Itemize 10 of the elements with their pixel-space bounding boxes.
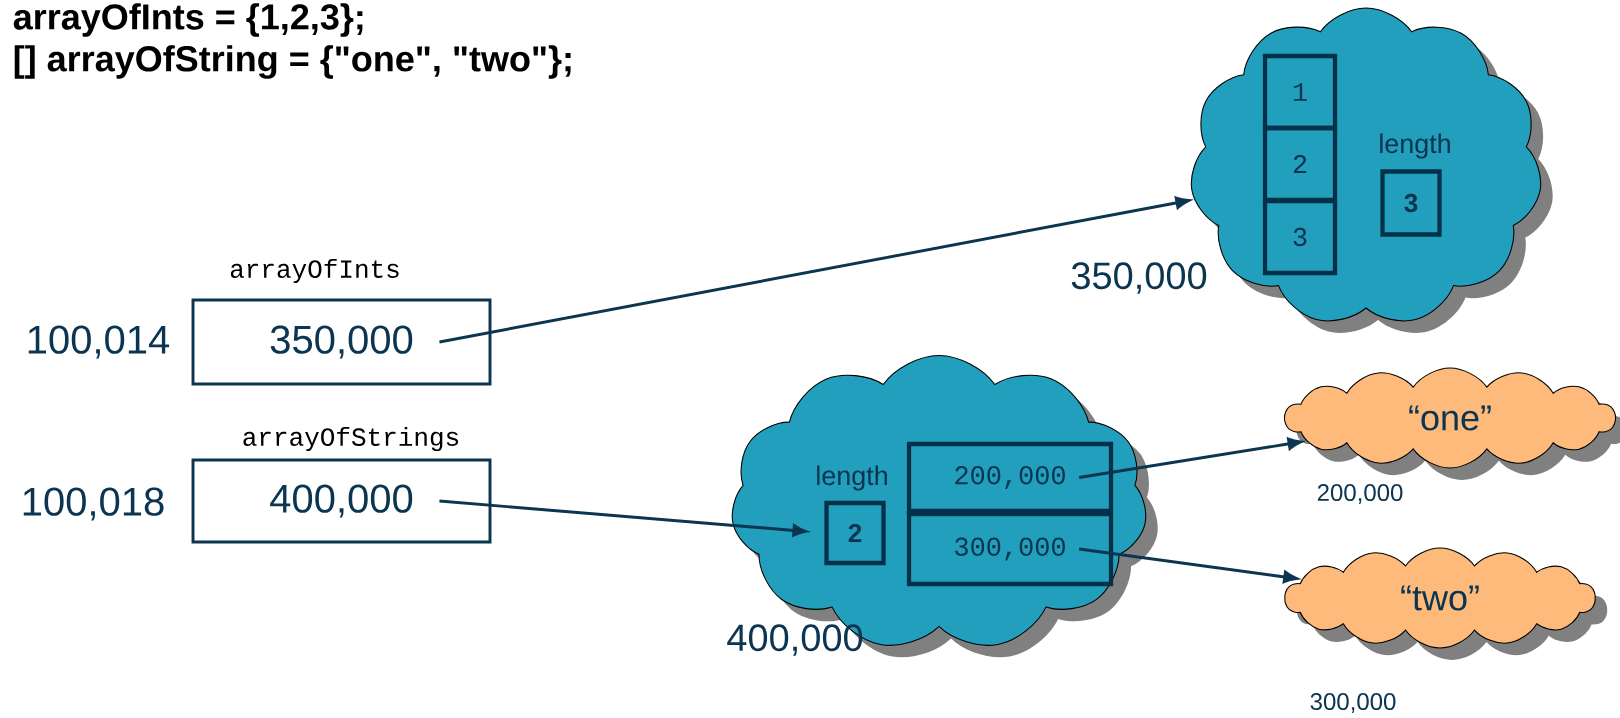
address-label: 100,014: [28, 325, 170, 359]
code-line: arrayOfInts = {1,2,3};: [13, 3, 363, 37]
variable-box: 350,000: [191, 298, 492, 386]
variable-name: arrayOfInts: [230, 258, 399, 284]
address-label: 300,000: [1310, 693, 1396, 713]
variable-box: 400,000: [191, 458, 492, 544]
code-line: [] arrayOfString = {"one", "two"};: [14, 45, 571, 79]
address-label: 200,000: [1317, 484, 1403, 504]
address-label: 100,018: [23, 487, 164, 521]
variable-name: arrayOfStrings: [243, 426, 459, 452]
